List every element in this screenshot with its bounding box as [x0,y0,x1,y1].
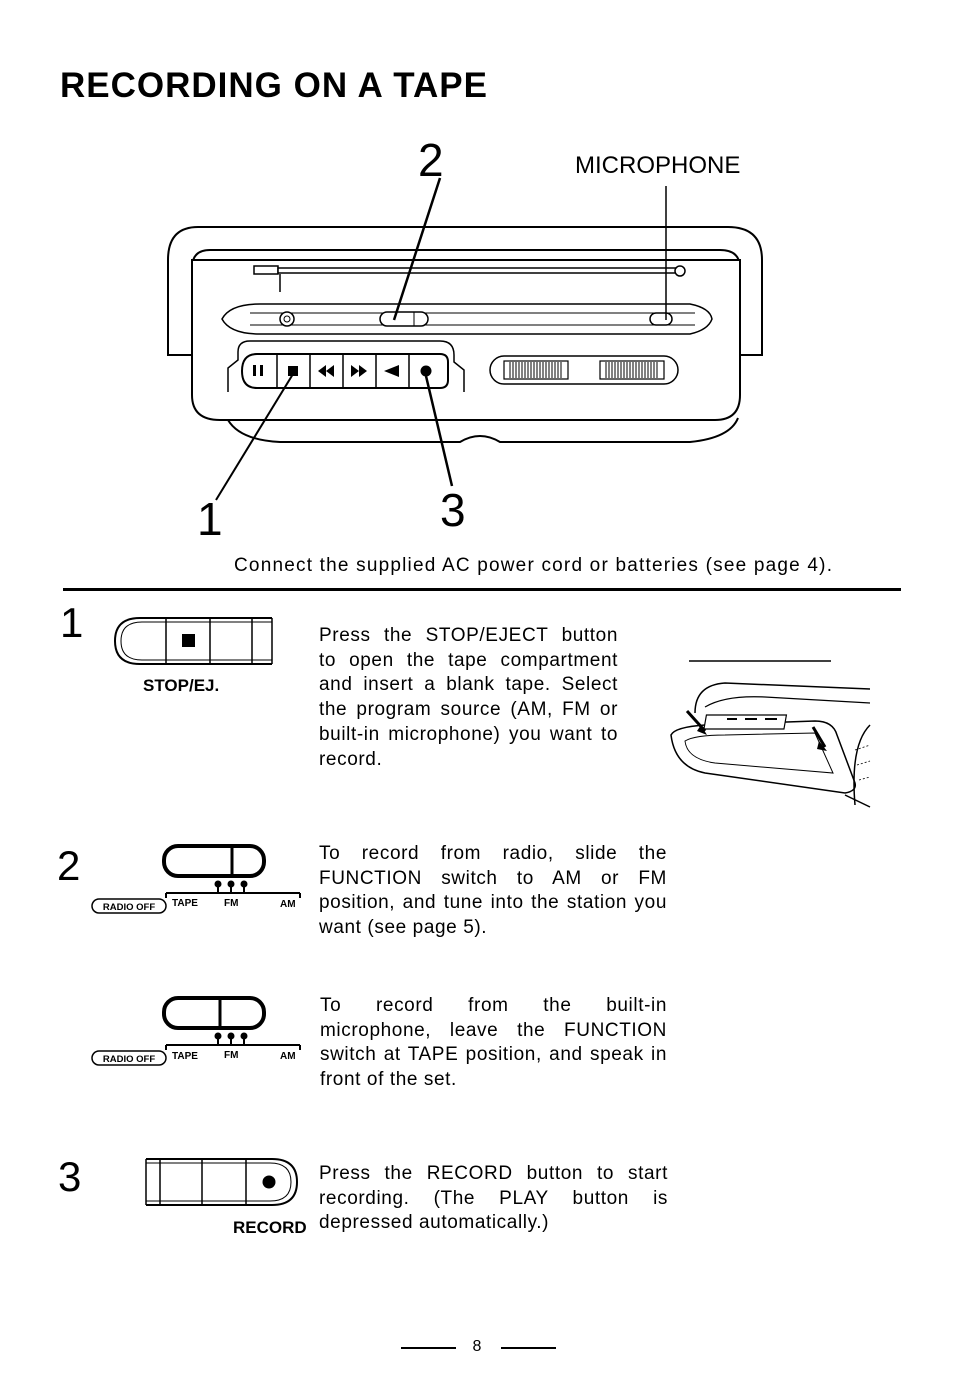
stop-icon [182,634,195,647]
stop-eject-button-diagram [113,617,273,665]
footer-line-right [501,1347,556,1349]
radio-off-label: RADIO OFF [103,1054,155,1065]
footer-line-left [401,1347,456,1349]
record-caption: RECORD [233,1218,307,1237]
step-2-mic-text: To record from the built-in microphone, … [320,995,667,1091]
tape-compartment-illustration [670,660,871,808]
stop-eject-caption: STOP/EJ. [143,676,220,695]
step-1-text: Press the STOP/EJECT button to open the … [319,625,618,770]
step-2-radio-text: To record from radio, slide the FUNCTION… [319,843,667,939]
diagram-callout-2: 2 [418,134,444,186]
step-3-number: 3 [58,1153,82,1200]
tape-label: TAPE [172,1051,198,1062]
radio-off-label: RADIO OFF [103,902,155,913]
tape-label: TAPE [172,898,198,909]
microphone-label: MICROPHONE [575,152,741,179]
page-number: 8 [472,1338,482,1355]
step-1-number: 1 [60,599,84,646]
record-icon [262,1175,276,1189]
section-divider [63,588,901,591]
step-3-text: Press the RECORD button to start recordi… [319,1163,668,1234]
fm-label: FM [224,1050,238,1061]
radio-top-diagram [167,177,763,501]
am-label: AM [280,1051,296,1062]
diagram-callout-3: 3 [440,484,466,536]
function-switch-radio-diagram: RADIO OFF TAPE FM AM [91,844,301,914]
record-button-diagram [145,1158,299,1206]
diagram-callout-1: 1 [197,493,223,545]
page-title: RECORDING ON A TAPE [60,66,488,105]
fm-label: FM [224,898,238,909]
connect-note: Connect the supplied AC power cord or ba… [234,555,834,576]
function-switch-tape-diagram: RADIO OFF TAPE FM AM [91,996,301,1066]
step-2-number: 2 [57,842,81,889]
am-label: AM [280,899,296,910]
